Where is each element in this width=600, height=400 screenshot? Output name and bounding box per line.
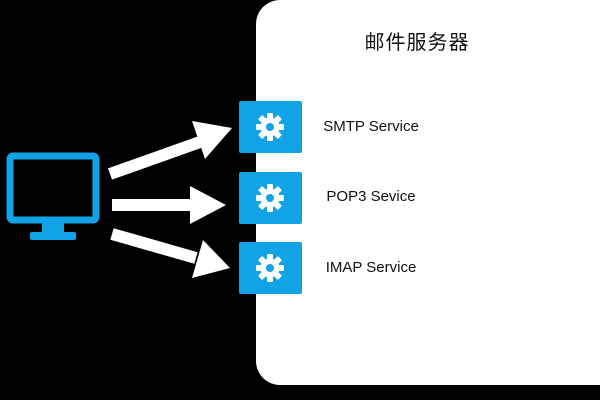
monitor-icon — [6, 152, 100, 240]
mail-server-panel — [256, 0, 600, 385]
smtp-service-icon — [239, 101, 302, 153]
mail-server-title: 邮件服务器 — [364, 30, 470, 54]
pop3-service-icon — [239, 172, 302, 224]
arrow-to-pop3 — [112, 186, 226, 224]
imap-service-label: IMAP Service — [325, 259, 417, 276]
imap-service-icon — [239, 242, 302, 294]
gear-icon — [256, 113, 284, 141]
arrow-to-imap — [110, 228, 230, 278]
gear-icon — [256, 254, 284, 282]
smtp-service-label: SMTP Service — [323, 118, 419, 135]
gear-icon — [256, 184, 284, 212]
pop3-service-label: POP3 Sevice — [326, 188, 416, 205]
arrow-to-smtp — [107, 121, 232, 180]
